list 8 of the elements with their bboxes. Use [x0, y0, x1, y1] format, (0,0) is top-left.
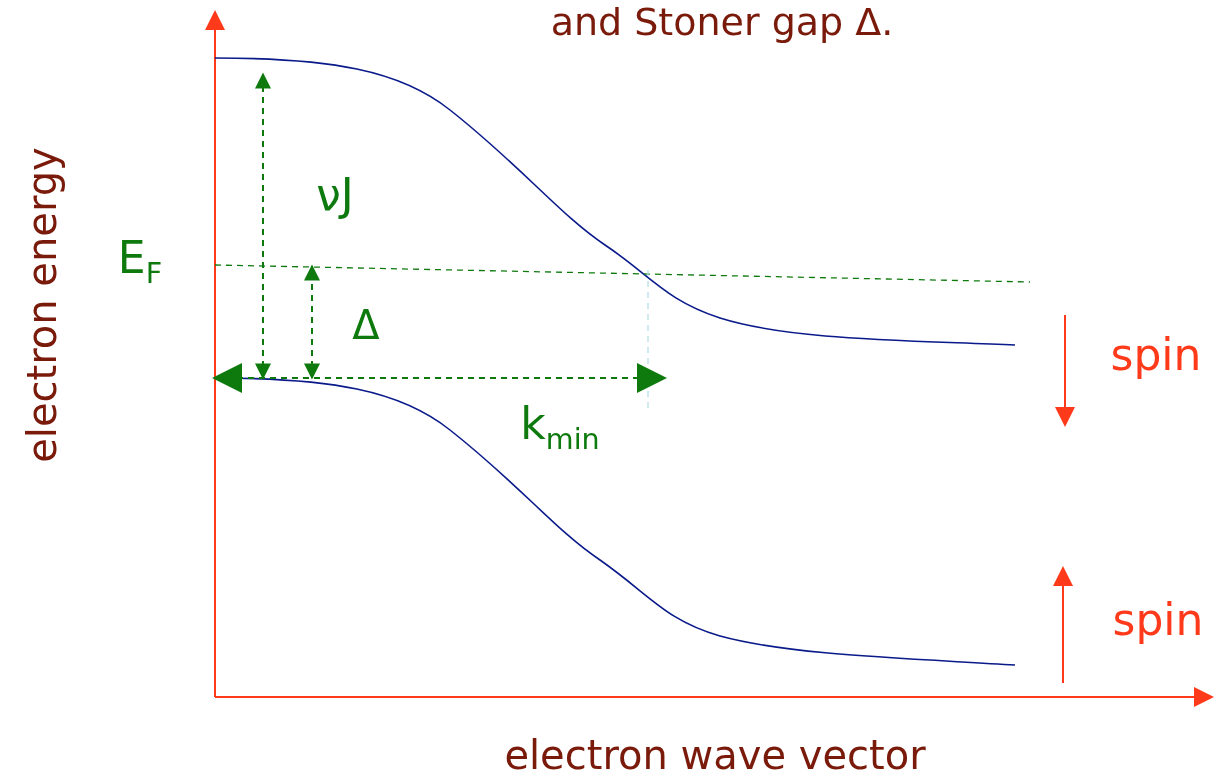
math-symbol: Δ: [352, 305, 380, 345]
caption-text: and Stoner gap Δ.: [550, 3, 894, 41]
spin-label: spin: [1110, 333, 1202, 377]
math-symbol: νJ: [316, 173, 354, 217]
spin-label: spin: [1112, 598, 1204, 642]
axis-label: electron wave vector: [504, 735, 926, 775]
math-symbol: E$_{F}$: [117, 236, 163, 288]
math-symbol: k$_{min}$: [520, 402, 600, 454]
